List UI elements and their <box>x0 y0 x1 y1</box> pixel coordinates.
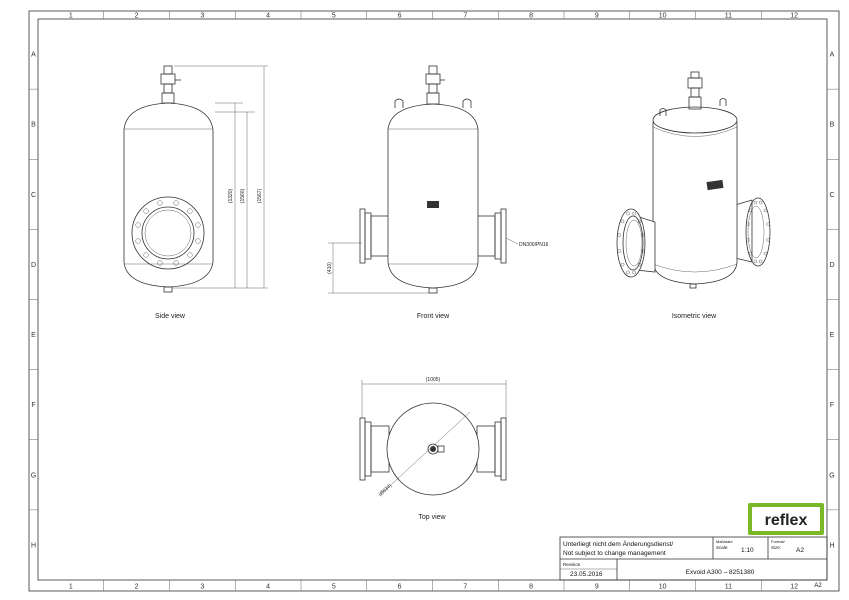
format-label-en: Size: <box>771 545 781 550</box>
scale-value: 1:10 <box>741 547 754 554</box>
format-label-de: Format/ <box>771 539 786 544</box>
corner-format: A2 <box>814 583 822 589</box>
grid-column-label: 10 <box>659 13 667 20</box>
grid-column-label: 12 <box>790 584 798 591</box>
grid-row-label: F <box>31 402 35 409</box>
front-view-label: Front view <box>417 313 450 320</box>
grid-row-label: D <box>829 262 834 269</box>
dim-flange: DN300/PN16 <box>519 242 549 248</box>
grid-row-label: E <box>31 332 36 339</box>
grid-column-label: 5 <box>332 584 336 591</box>
grid-column-label: 4 <box>266 13 270 20</box>
isometric-view <box>616 71 771 289</box>
grid-row-label: A <box>830 52 835 59</box>
grid-column-label: 11 <box>725 584 732 591</box>
side-view <box>123 65 214 293</box>
top-view <box>359 402 507 496</box>
grid-column-label: 5 <box>332 13 336 20</box>
grid-row-label: E <box>830 332 835 339</box>
grid-column-label: 8 <box>529 584 533 591</box>
grid-column-label: 2 <box>135 584 139 591</box>
grid-row-label: H <box>31 542 36 549</box>
grid-column-label: 12 <box>790 13 798 20</box>
grid-column-label: 3 <box>200 584 204 591</box>
dim-1005: (1005) <box>426 377 441 383</box>
grid-column-label: 8 <box>529 13 533 20</box>
dim-1567: (1567) <box>257 188 263 203</box>
side-dimensions: (1320) (1560) (1567) <box>172 65 268 289</box>
front-dimensions: (410) DN300/PN16 <box>327 237 549 294</box>
dim-410: (410) <box>327 262 333 274</box>
revision-date: 23.05.2016 <box>570 571 603 578</box>
grid-column-label: 4 <box>266 584 270 591</box>
front-view <box>359 65 507 294</box>
note-en: Not subject to change management <box>563 550 666 557</box>
grid-row-label: B <box>830 122 835 129</box>
grid-row-label: G <box>829 472 834 479</box>
grid-row-label: D <box>31 262 36 269</box>
grid-column-label: 1 <box>69 584 73 591</box>
grid-column-label: 2 <box>135 13 139 20</box>
reflex-badge-iso-icon <box>706 179 724 191</box>
grid-row-label: C <box>31 192 36 199</box>
reflex-logo: reflex <box>748 503 824 535</box>
grid-row-label: A <box>31 52 36 59</box>
side-view-label: Side view <box>155 313 186 320</box>
grid-column-label: 6 <box>398 13 402 20</box>
grid-column-label: 9 <box>595 13 599 20</box>
grid-row-label: H <box>829 542 834 549</box>
grid-row-label: F <box>830 402 834 409</box>
note-de: Unterliegt nicht dem Änderungsdienst/ <box>563 540 673 548</box>
dim-1560: (1560) <box>240 188 246 203</box>
grid-column-label: 11 <box>725 13 732 20</box>
title-block <box>559 536 828 581</box>
top-view-label: Top view <box>418 514 446 521</box>
dim-1320: (1320) <box>228 188 234 203</box>
logo-text: reflex <box>765 512 808 529</box>
grid-row-label: G <box>31 472 36 479</box>
grid-row-label: C <box>829 192 834 199</box>
product-name: Exvoid A300 – 8251380 <box>686 569 755 576</box>
outer-frame <box>28 10 840 592</box>
grid-column-label: 1 <box>69 13 73 20</box>
grid-column-label: 7 <box>463 584 467 591</box>
grid-column-label: 3 <box>200 13 204 20</box>
grid-row-label: B <box>31 122 36 129</box>
grid-column-label: 9 <box>595 584 599 591</box>
revision-label: Revision <box>563 562 581 567</box>
format-value: A2 <box>796 547 804 554</box>
grid-column-label: 6 <box>398 584 402 591</box>
scale-label-de: Maßstab/ <box>716 539 734 544</box>
grid-column-label: 7 <box>463 13 467 20</box>
grid-column-label: 10 <box>659 584 667 591</box>
inner-frame <box>37 18 828 581</box>
reflex-badge-icon <box>427 201 439 208</box>
scale-label-en: Scale: <box>716 545 729 550</box>
isometric-view-label: Isometric view <box>672 313 717 320</box>
